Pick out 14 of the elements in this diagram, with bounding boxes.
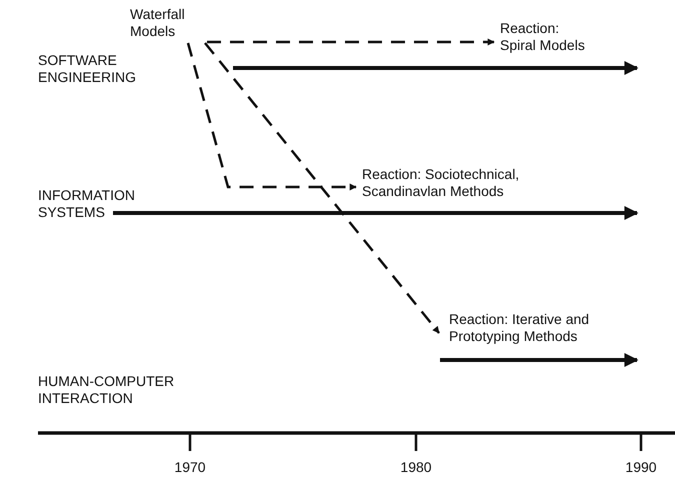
node-text: Reaction: Sociotechnical, Scandinavlan Methods (362, 166, 520, 200)
row-label: INFORMATION SYSTEMS (38, 187, 136, 221)
node-text: Reaction: Spiral Models (500, 20, 586, 54)
row-label: HUMAN-COMPUTER INTERACTION (38, 373, 176, 407)
node-text: Reaction: Iterative and Prototyping Methods (449, 311, 590, 345)
arrow (440, 353, 638, 367)
arrow (204, 42, 440, 334)
tick-label: 1980 (399, 459, 433, 476)
arrow (207, 38, 495, 46)
tick-label: 1990 (624, 459, 658, 476)
row-label: SOFTWARE ENGINEERING (38, 52, 138, 86)
tick-label: 1970 (173, 459, 207, 476)
node-text: Waterfall Models (130, 6, 186, 40)
arrow (186, 42, 357, 190)
